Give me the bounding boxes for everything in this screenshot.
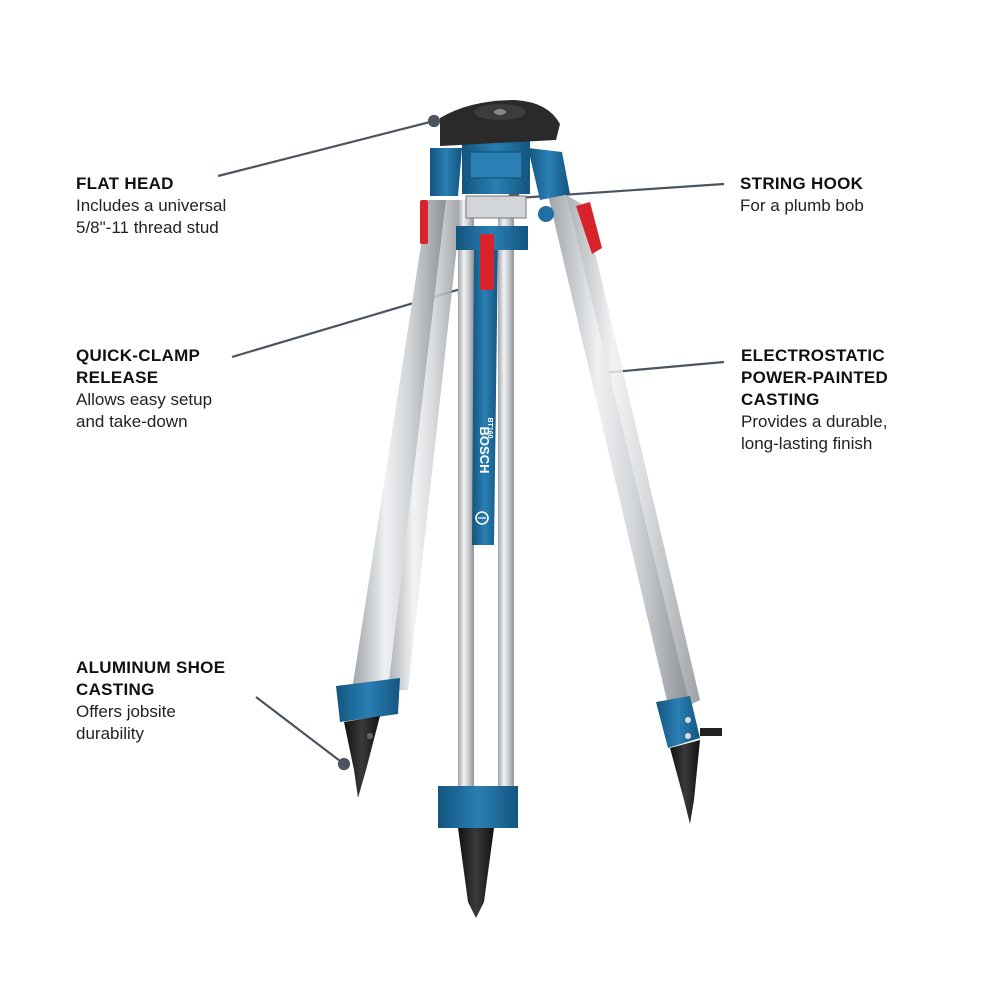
left-leg [336,200,462,798]
thread-stud [494,109,506,115]
callout-title: STRING HOOK [740,174,864,193]
model-label: BT160 [486,417,493,438]
callout-electrostatic-casting: ELECTROSTATIC POWER-PAINTED CASTING Prov… [741,345,888,455]
callout-description: Allows easy setup and take-down [76,390,213,431]
callout-quick-clamp-release: QUICK-CLAMP RELEASE Allows easy setup an… [76,345,212,433]
right-shoe [670,740,700,824]
center-shoe [458,828,494,918]
brand-logo: BOSCH [477,427,492,474]
callout-title: ALUMINUM SHOE CASTING [76,658,226,699]
tripod-head [420,100,602,290]
quick-clamp-lever [480,234,494,290]
string-hook [465,195,527,219]
callout-description: Includes a universal 5/8"-11 thread stud [76,196,227,237]
left-leg-blue-casting [336,678,400,722]
callout-description: For a plumb bob [740,196,864,215]
leader-aluminum-shoe [255,696,345,765]
center-blue-casting [438,786,518,828]
callout-title: QUICK-CLAMP RELEASE [76,346,201,387]
callout-flat-head: FLAT HEAD Includes a universal 5/8"-11 t… [76,173,226,239]
right-leg-blue-casting [656,696,700,748]
callout-description: Offers jobsite durability [76,702,176,743]
left-clamp-lever [420,200,428,244]
callout-string-hook: STRING HOOK For a plumb bob [740,173,864,217]
left-hinge-casting [430,148,462,196]
right-hinge-casting [528,148,570,200]
callout-description: Provides a durable, long-lasting finish [741,412,888,453]
flat-head-plate [440,100,560,146]
right-clamp-lever [576,202,602,254]
callout-title: FLAT HEAD [76,174,174,193]
center-blue-strip [472,240,498,545]
left-shoe [344,716,380,798]
callout-aluminum-shoe-casting: ALUMINUM SHOE CASTING Offers jobsite dur… [76,657,225,745]
callout-title: ELECTROSTATIC POWER-PAINTED CASTING [741,346,889,409]
leader-dot-aluminum-shoe [337,757,351,771]
right-leg [548,195,722,824]
leader-dot-flat-head [427,114,441,128]
center-leg: BOSCH BT160 [438,200,518,918]
leader-flat-head [217,119,435,178]
brand-emblem [475,511,489,525]
